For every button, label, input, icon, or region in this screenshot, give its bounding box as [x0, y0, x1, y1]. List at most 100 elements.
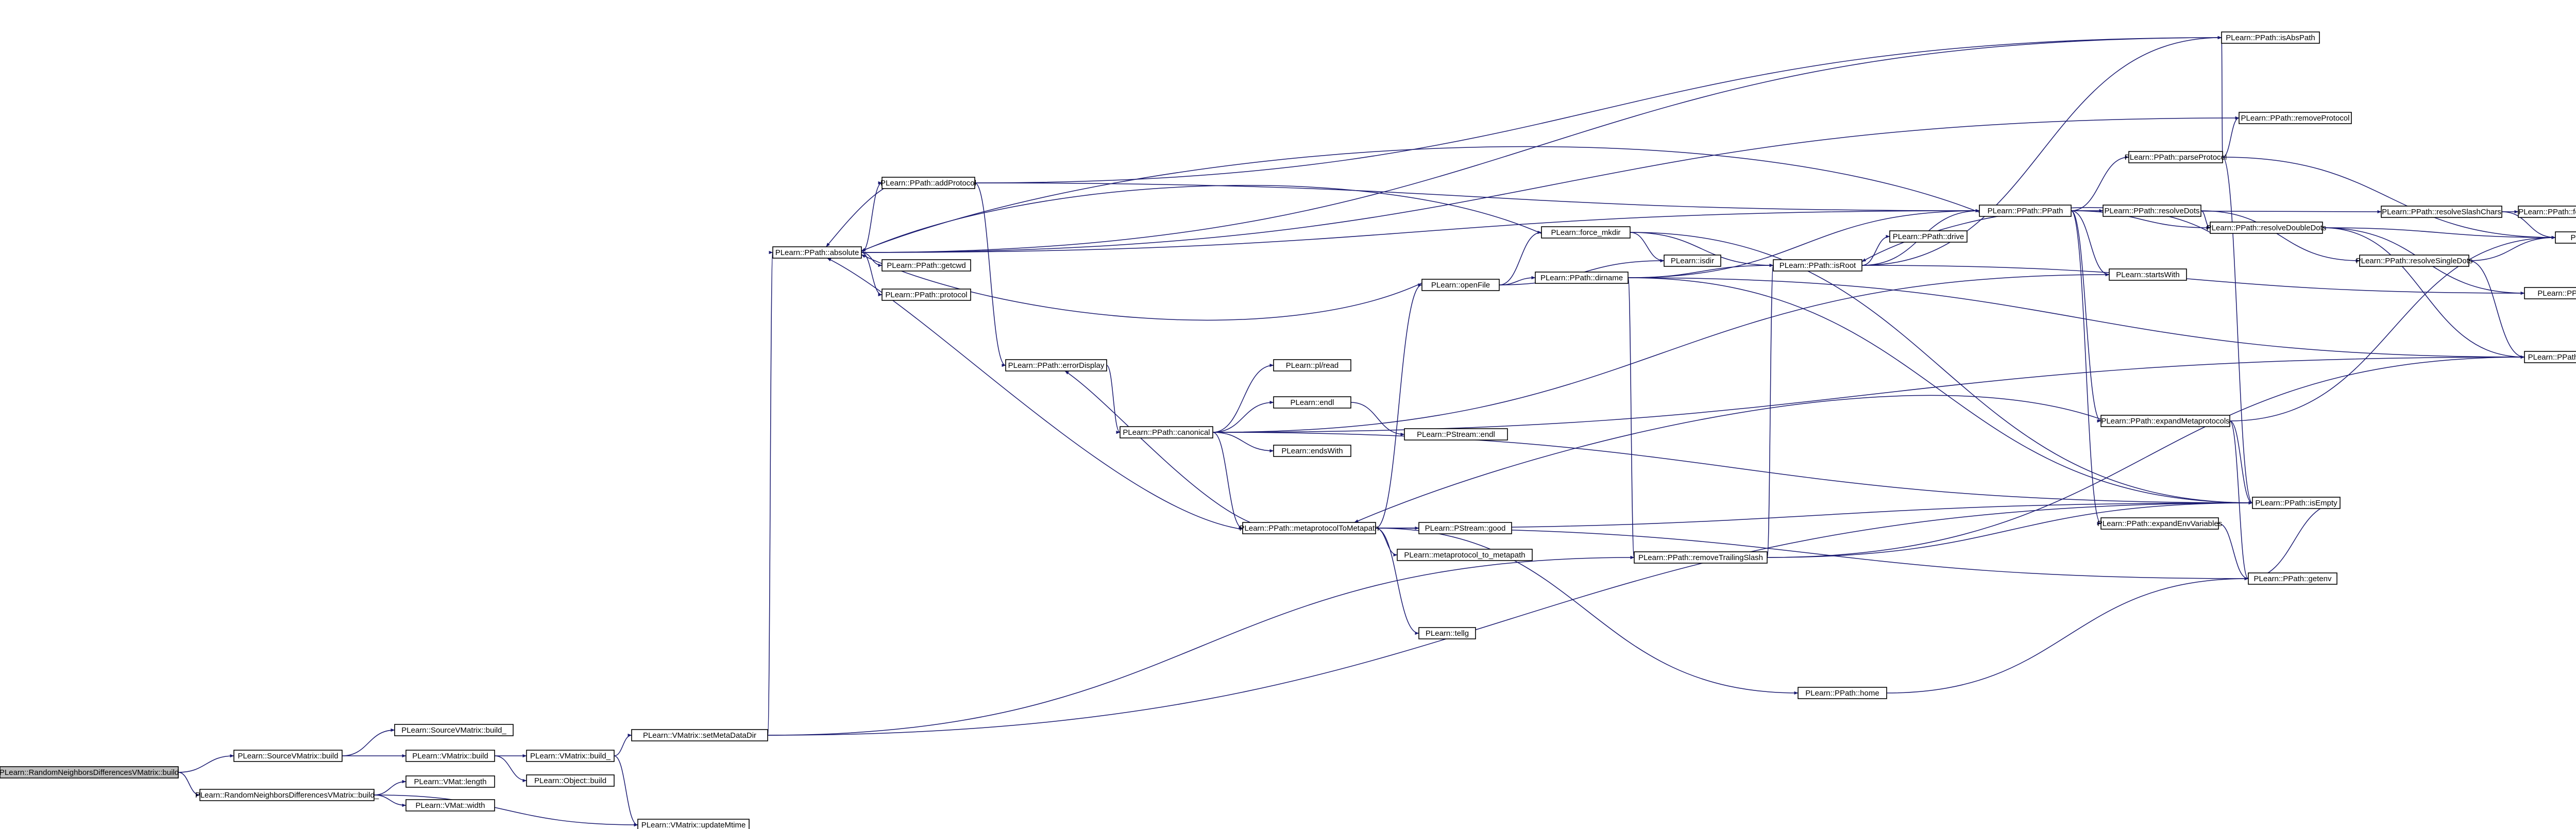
node-box[interactable]	[2128, 151, 2223, 163]
graph-node[interactable]: PLearn::PPath::removeProtocol	[2239, 112, 2352, 124]
graph-node[interactable]: PLearn::PPath::_slash_char	[2524, 351, 2576, 363]
node-box[interactable]	[526, 750, 615, 762]
node-box[interactable]	[2109, 268, 2187, 281]
graph-node[interactable]: PLearn::VMat::width	[405, 799, 495, 811]
graph-node[interactable]: PLearn::pl/read	[1273, 359, 1351, 371]
graph-node[interactable]: PLearn::PPath::dirname	[1535, 272, 1629, 284]
graph-node[interactable]: PLearn::VMat::length	[405, 775, 495, 788]
graph-node[interactable]: PLearn::PPath::addProtocol	[880, 177, 976, 189]
node-box[interactable]	[2359, 255, 2469, 267]
node-box[interactable]	[882, 289, 971, 301]
graph-node[interactable]: PLearn::VMatrix::updateMtime	[637, 819, 750, 829]
graph-node[interactable]: PLearn::PPath::getcwd	[882, 259, 971, 272]
graph-node[interactable]: PLearn::PPath::isAbsPath	[2221, 31, 2320, 44]
graph-node[interactable]: PLearn::RandomNeighborsDifferencesVMatri…	[0, 766, 179, 779]
graph-node[interactable]: PLearn::PPath::forbidden_chars	[2518, 206, 2576, 218]
graph-node[interactable]: PLearn::PPath::isRoot	[1773, 259, 1862, 272]
graph-node[interactable]: PLearn::PPath::getenv	[2248, 572, 2337, 585]
node-box[interactable]	[394, 724, 514, 736]
node-box[interactable]	[631, 729, 768, 741]
node-box[interactable]	[1242, 522, 1376, 534]
graph-node[interactable]: PLearn::VMatrix::setMetaDataDir	[631, 729, 768, 741]
graph-node[interactable]: PLearn::tellg	[1418, 627, 1476, 639]
graph-node[interactable]: PLearn::RandomNeighborsDifferencesVMatri…	[195, 789, 379, 801]
graph-node[interactable]: PLearn::PPath::resolveDots	[2103, 205, 2201, 217]
node-box[interactable]	[1005, 359, 1107, 371]
node-box[interactable]	[882, 177, 975, 189]
node-box[interactable]	[2248, 572, 2337, 585]
graph-node[interactable]: PLearn::PPath::isEmpty	[2252, 497, 2341, 509]
node-box[interactable]	[199, 789, 375, 801]
node-box[interactable]	[2100, 415, 2230, 427]
graph-node[interactable]: PLearn::PPath::_slash	[2524, 287, 2576, 299]
node-box[interactable]	[1773, 259, 1862, 272]
node-box[interactable]	[0, 766, 179, 779]
node-box[interactable]	[2381, 206, 2502, 218]
graph-node[interactable]: PLearn::SourceVMatrix::build	[233, 750, 343, 762]
graph-node[interactable]: PLearn::PPath::resolveSingleDots	[2356, 255, 2473, 267]
graph-node[interactable]: PLearn::openFile	[1421, 279, 1500, 291]
node-box[interactable]	[1273, 445, 1351, 457]
node-box[interactable]	[1273, 359, 1351, 371]
node-box[interactable]	[1418, 522, 1512, 534]
node-box[interactable]	[1664, 255, 1721, 267]
node-box[interactable]	[2524, 287, 2576, 299]
graph-node[interactable]: PLearn::isdir	[1664, 255, 1721, 267]
node-box[interactable]	[405, 799, 495, 811]
node-box[interactable]	[2210, 222, 2323, 234]
graph-node[interactable]: PLearn::SourceVMatrix::build_	[394, 724, 514, 736]
graph-node[interactable]: PLearn::PPath::resolveSlashChars	[2381, 206, 2502, 218]
node-box[interactable]	[1889, 230, 1968, 243]
node-box[interactable]	[405, 775, 495, 788]
node-box[interactable]	[1535, 272, 1629, 284]
graph-node[interactable]: PLearn::VMatrix::build	[405, 750, 495, 762]
node-box[interactable]	[1418, 627, 1476, 639]
node-box[interactable]	[2221, 31, 2320, 44]
node-box[interactable]	[1120, 426, 1213, 438]
graph-node[interactable]: PLearn::endl	[1273, 396, 1351, 409]
graph-node[interactable]: PLearn::startsWith	[2109, 268, 2187, 281]
node-box[interactable]	[2103, 205, 2201, 217]
node-box[interactable]	[1273, 396, 1351, 409]
graph-node[interactable]: PLearn::PPath::protocol	[882, 289, 971, 301]
node-box[interactable]	[405, 750, 495, 762]
node-box[interactable]	[2555, 231, 2576, 244]
graph-node[interactable]: PLearn::PPath::drive	[1889, 230, 1968, 243]
node-box[interactable]	[772, 246, 862, 259]
node-box[interactable]	[1397, 549, 1533, 561]
graph-node[interactable]: PLearn::PPath::home	[1798, 687, 1887, 699]
graph-node[interactable]: PLearn::PStream::good	[1418, 522, 1512, 534]
graph-node[interactable]: PLearn::PPath::expandMetaprotocols	[2100, 415, 2230, 427]
graph-node[interactable]: PLearn::metaprotocol_to_metapath	[1397, 549, 1533, 561]
graph-node[interactable]: PLearn::PStream::endl	[1404, 428, 1508, 441]
graph-node[interactable]: PLearn::PPath::canonical	[1120, 426, 1213, 438]
graph-node[interactable]: PLearn::PPath::errorDisplay	[1005, 359, 1107, 371]
graph-node[interactable]: PLearn::PPath::expandEnvVariables	[2097, 517, 2222, 530]
graph-node[interactable]: PLearn::PPath::removeTrailingSlash	[1634, 551, 1768, 564]
graph-node[interactable]: PLearn::VMatrix::build_	[526, 750, 615, 762]
graph-node[interactable]: PLearn::PPath::PPath	[1979, 205, 2072, 217]
node-box[interactable]	[2252, 497, 2341, 509]
node-box[interactable]	[1798, 687, 1887, 699]
graph-node[interactable]: PLearn::PPath::resolveDoubleDots	[2207, 222, 2327, 234]
node-box[interactable]	[2239, 112, 2352, 124]
graph-node[interactable]: PLearn::find	[2555, 231, 2576, 244]
graph-node[interactable]: PLearn::PPath::parseProtocol	[2125, 151, 2227, 163]
node-box[interactable]	[637, 819, 750, 829]
node-box[interactable]	[882, 259, 971, 272]
node-box[interactable]	[1421, 279, 1500, 291]
node-box[interactable]	[526, 774, 615, 787]
node-box[interactable]	[1979, 205, 2072, 217]
graph-node[interactable]: PLearn::Object::build	[526, 774, 615, 787]
node-box[interactable]	[1404, 428, 1508, 441]
graph-node[interactable]: PLearn::force_mkdir	[1541, 226, 1631, 239]
graph-node[interactable]: PLearn::PPath::absolute	[772, 246, 862, 259]
node-box[interactable]	[1634, 551, 1768, 564]
node-box[interactable]	[233, 750, 343, 762]
graph-node[interactable]: PLearn::endsWith	[1273, 445, 1351, 457]
node-box[interactable]	[2518, 206, 2576, 218]
node-box[interactable]	[1541, 226, 1631, 239]
graph-node[interactable]: PLearn::PPath::metaprotocolToMetapath	[1240, 522, 1379, 534]
node-box[interactable]	[2100, 517, 2219, 530]
node-box[interactable]	[2524, 351, 2576, 363]
